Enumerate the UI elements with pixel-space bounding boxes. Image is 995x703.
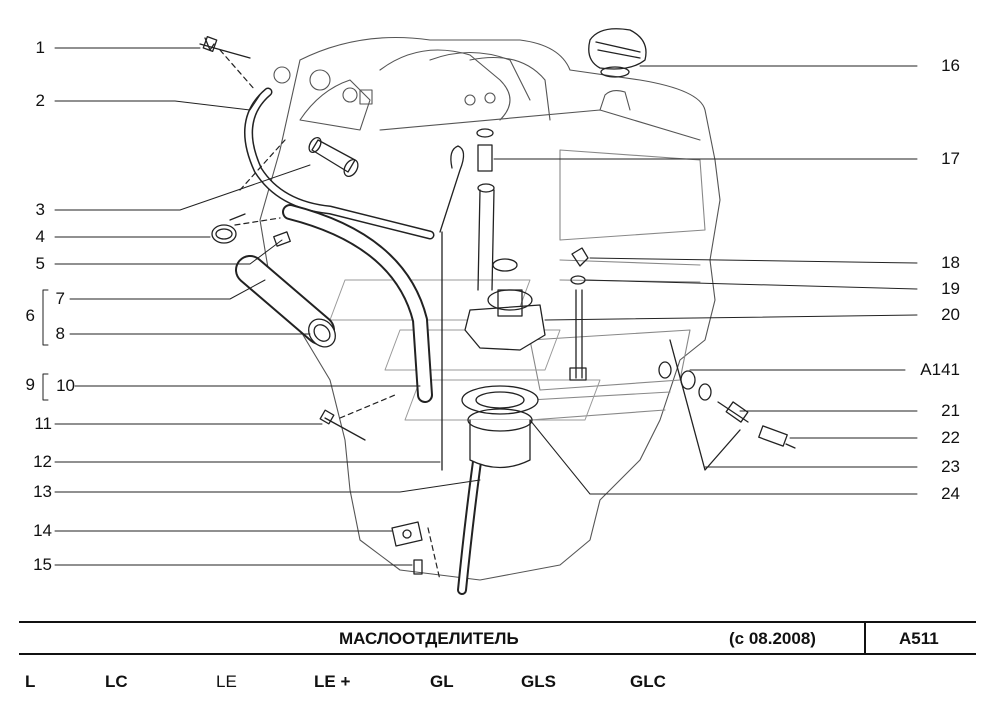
callout-7: 7	[55, 289, 65, 308]
part-22-sensor	[758, 425, 796, 449]
callout-24: 24	[941, 484, 960, 503]
part-21-fitting	[717, 401, 749, 423]
callout-11: 11	[34, 414, 52, 433]
part-4-clamp	[211, 213, 246, 244]
callout-8: 8	[55, 324, 65, 343]
callout-21: 21	[941, 401, 960, 420]
part-5-clip	[273, 231, 291, 247]
title-bar: МАСЛООТДЕЛИТЕЛЬ (с 08.2008) A511	[19, 621, 976, 655]
part-20-stud	[569, 289, 587, 381]
oil-separator-body	[464, 258, 546, 351]
part-17-tube	[476, 128, 495, 291]
part-11-bolt	[319, 409, 366, 441]
part-24-housing	[461, 385, 539, 469]
part-14-bracket	[391, 521, 423, 547]
part-10-hose	[282, 204, 433, 403]
part-3-tube	[308, 136, 359, 178]
part-23-washers	[658, 339, 741, 471]
callout-16: 16	[941, 56, 960, 75]
title-bar-divider	[864, 623, 866, 653]
callout-9: 9	[25, 375, 35, 394]
callout-23: 23	[941, 457, 960, 476]
callout-20: 20	[941, 305, 960, 324]
callout-1: 1	[35, 38, 45, 57]
callout-14: 14	[33, 521, 52, 540]
part-8-hose	[235, 255, 336, 348]
exploded-parts-diagram	[42, 28, 918, 595]
callout-3: 3	[35, 200, 45, 219]
callout-10: 10	[56, 376, 75, 395]
trim-le-plus: LE +	[314, 672, 351, 691]
callout-19: 19	[941, 279, 960, 298]
part-1-bolt	[199, 36, 251, 59]
callout-12: 12	[33, 452, 52, 471]
trim-gls: GLS	[521, 672, 556, 691]
trim-le: LE	[216, 672, 237, 691]
diagram-title: МАСЛООТДЕЛИТЕЛЬ	[339, 629, 519, 648]
callout-5: 5	[35, 254, 45, 273]
callout-6: 6	[25, 306, 35, 325]
trim-gl: GL	[430, 672, 454, 691]
part-19-washer	[570, 275, 586, 285]
trim-lc: LC	[105, 672, 128, 691]
trim-glc: GLC	[630, 672, 666, 691]
trim-l: L	[25, 672, 36, 691]
callout-17: 17	[941, 149, 960, 168]
part-12-dipstick	[439, 145, 465, 471]
callout-4: 4	[35, 227, 45, 246]
section-code: A511	[899, 629, 939, 648]
applicability-date: (с 08.2008)	[729, 629, 816, 648]
callout-15: 15	[33, 555, 52, 574]
callout-22: 22	[941, 428, 960, 447]
leader-lines	[42, 47, 918, 566]
callout-13: 13	[33, 482, 52, 501]
engine-block-outline	[259, 36, 721, 581]
trim-levels: L LC LE LE + GL GLS GLC	[0, 672, 995, 694]
callout-2: 2	[35, 91, 45, 110]
callout-A141: A141	[920, 360, 960, 379]
part-16-cap	[588, 28, 647, 78]
part-15-screw	[413, 559, 423, 575]
assembly-arrows	[219, 49, 441, 581]
callout-18: 18	[941, 253, 960, 272]
part-18-nut	[571, 247, 589, 267]
